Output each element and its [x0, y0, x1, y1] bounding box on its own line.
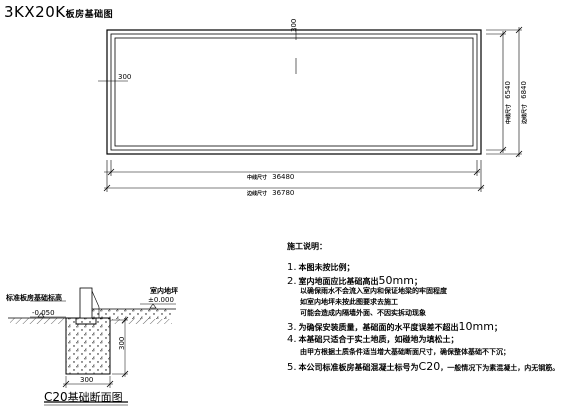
base-channel [75, 318, 97, 325]
note-item: 5.本公司标准板房基础混凝土标号为C20，一般情况下为素混凝土，内无钢筋。 [287, 360, 560, 373]
overall-depth-label: 边线尺寸 [522, 103, 528, 124]
note-item: 可能会造成内隔墙外面、不因实拆动现象 [300, 309, 426, 317]
center-width-label-group: 中线尺寸 36480 [247, 164, 294, 183]
note-item: 由甲方根据土质条件适当增大基础断面尺寸，确保整体基础不下沉； [300, 348, 510, 356]
overall-width-value: 36780 [272, 189, 295, 197]
model-code: 3KX20K [4, 3, 66, 21]
section-title-text: 基础断面图 [67, 391, 123, 404]
dim-left-value: 300 [118, 73, 132, 81]
note-item: 2.室内地面应比基础高出50mm； [287, 274, 422, 287]
overall-depth-value: 6840 [520, 81, 528, 99]
ground-label: 室内地坪 [150, 287, 178, 295]
wall-panel [79, 287, 93, 319]
ground-value: ±0.000 [148, 296, 174, 304]
plan-inner-outline [114, 37, 474, 147]
notes-heading: 施工说明： [287, 242, 327, 251]
center-width-label: 中线尺寸 [247, 175, 268, 181]
plan-view [98, 26, 523, 192]
section-view [8, 287, 176, 406]
overall-width-label: 边线尺寸 [247, 191, 268, 197]
overall-width-label-group: 边线尺寸 36780 [247, 180, 294, 199]
dim-top-value: 300 [290, 18, 298, 32]
concrete-footing [65, 317, 111, 375]
board-level-label: 标准板房基础标高 [6, 294, 62, 302]
note-item: 1.本图未按比例； [287, 262, 355, 273]
section-dim-height: 300 [118, 336, 126, 350]
note-item: 如室内地坪未按此图要求去施工 [300, 298, 398, 306]
section-title: C20基础断面图 [44, 389, 123, 405]
floor-slab [92, 309, 172, 319]
title-label: 板房基础图 [65, 10, 114, 20]
board-level-value: -0.050 [32, 309, 55, 317]
note-item: 3.为确保安装质量，基础面的水平度误差不超出10mm； [287, 320, 502, 333]
note-item: 4.本基础只适合于实土地质，如碰地为填松土； [287, 334, 459, 345]
section-title-grade: C20 [44, 390, 68, 404]
section-dim-width: 300 [80, 376, 94, 384]
note-item: 以确保雨水不会流入室内和保证地梁的牢固程度 [300, 287, 447, 295]
overall-depth-label-group: 边线尺寸 6840 [511, 81, 530, 124]
center-width-value: 36480 [272, 173, 295, 181]
drawing-title: 3KX20K板房基础图 [4, 3, 113, 21]
plan-center-outline [110, 33, 478, 151]
plan-outer-outline [106, 29, 482, 155]
